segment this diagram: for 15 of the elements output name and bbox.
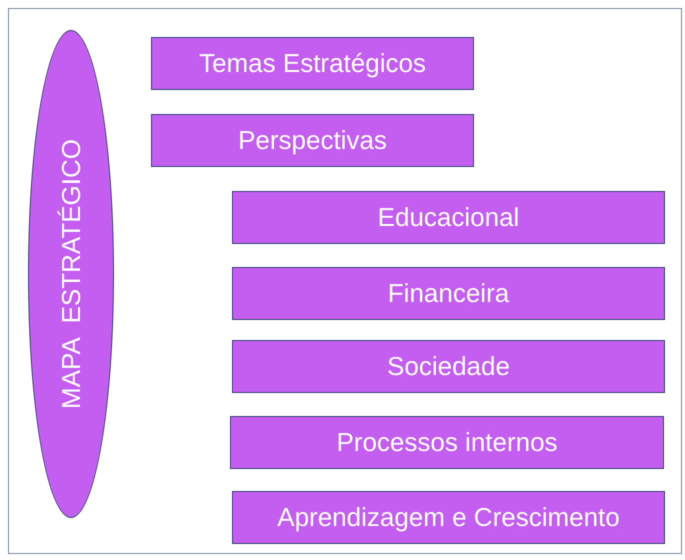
box-label: Educacional <box>378 203 520 232</box>
category-box <box>232 340 665 393</box>
category-box <box>151 114 474 167</box>
box-label: Sociedade <box>387 352 510 381</box>
box-label: Temas Estratégicos <box>199 49 426 78</box>
category-box <box>232 267 665 320</box>
vertical-title: MAPA ESTRATÉGICO <box>56 139 86 409</box>
box-label: Perspectivas <box>238 126 387 155</box>
category-box <box>230 416 664 469</box>
category-box <box>232 491 665 544</box>
box-label: Aprendizagem e Crescimento <box>277 503 620 532</box>
box-label: Financeira <box>388 279 510 308</box>
box-label: Processos internos <box>336 428 558 457</box>
category-box <box>151 37 474 90</box>
category-box <box>232 191 665 244</box>
